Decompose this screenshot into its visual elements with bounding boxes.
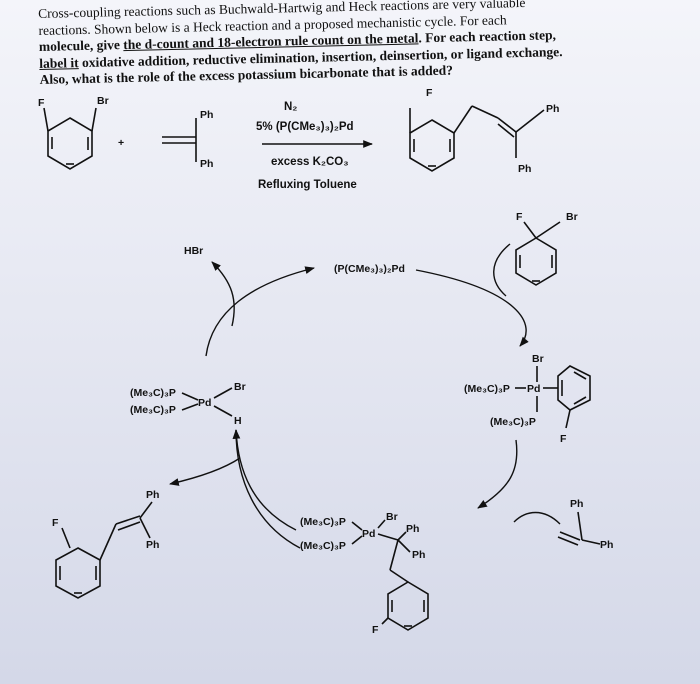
benzene-ring [47,117,93,170]
alkene-double-bond [117,521,141,531]
p-pd-bond [351,535,363,545]
bond-to-phenyl [139,517,151,539]
benzene-ring [387,581,429,631]
atmosphere-label: N₂ [284,101,297,113]
c-f-bond [43,107,49,132]
reactant-alkene: Ph Ph [162,109,213,170]
pd-h-bond [213,405,233,417]
phenyl-label: Ph [570,498,583,510]
benzene-ring [409,119,455,172]
bromine-label: Br [386,511,398,523]
phosphine-ligand-label: (Me₃C)₃P [464,383,510,395]
alkene-double-bond [497,123,515,138]
double-bond [573,371,587,380]
solvent-label: Refluxing Toluene [258,179,357,191]
phosphine-ligand-label: (Me₃C)₃P [300,540,346,552]
cycle-alkene: Ph Ph [557,498,613,551]
catalyst-pd0-label: (P(CMe₃)₃)₂Pd [334,263,405,275]
p-pd-bond [181,392,199,401]
catalyst-label: 5% (P(CMe₃)₃)₂Pd [256,121,354,133]
phosphine-ligand-label: (Me₃C)₃P [130,404,176,416]
fluorine-label: F [52,517,59,529]
hbr-label: HBr [184,245,203,257]
vinyl-bond [471,105,499,119]
phosphine-ligand-label: (Me₃C)₃P [490,416,536,428]
hydride-label: H [234,415,242,427]
phenyl-label: Ph [146,539,159,551]
c-f-bond [523,221,537,239]
double-bond [573,396,587,405]
oxidative-addition-complex: Br (Me₃C)₃P Pd (Me₃C)₃P F [464,353,591,445]
hbr-release-arrow [211,261,235,327]
p-pd-bond [181,403,199,411]
fluorine-label: F [372,624,379,636]
reaction-product: F Ph Ph [409,87,559,175]
phenyl-label: Ph [406,523,419,535]
cycle-arrow-to-catalyst [205,266,315,357]
cycle-arrow-oxidative-addition [415,269,529,347]
reactant-aryl-halide: F Br [38,95,109,170]
fluorine-label: F [426,87,433,99]
c-br-bond [91,107,97,132]
bromine-label: Br [97,95,109,107]
phenyl-label: Ph [200,109,213,121]
cycle-arrow-beta-hydride [232,429,297,531]
phosphine-ligand-label: (Me₃C)₃P [130,387,176,399]
pd-c-bond [377,533,399,541]
phenyl-label: Ph [518,163,531,175]
bond-to-phenyl [577,511,583,541]
palladium-label: Pd [198,397,211,409]
phenyl-label: Ph [600,539,613,551]
aryl-vinyl-bond [453,105,473,134]
alkene-double-bond [559,531,581,541]
reaction-conditions: N₂ 5% (P(CMe₃)₃)₂Pd excess K₂CO₃ Refluxi… [256,101,373,191]
insertion-complex: (Me₃C)₃P (Me₃C)₃P Pd Br Ph Ph F [300,511,429,636]
aryl-vinyl-bond [99,523,117,561]
benzene-ring [55,547,101,599]
c-f-bond [565,409,571,429]
fluorine-label: F [560,433,567,445]
c-br-bond [535,221,561,239]
cycle-product: Ph Ph F [52,489,159,599]
alkene-entry-curve [513,511,561,525]
c-f-bond [61,527,71,549]
bond-to-phenyl [397,539,411,553]
phenyl-label: Ph [546,103,559,115]
product-release-arrow [169,457,241,486]
c-f-bond [381,617,389,625]
phenyl-label: Ph [146,489,159,501]
bond-to-phenyl [397,531,407,541]
fluorine-label: F [516,211,523,223]
bond-to-phenyl [581,539,601,545]
cycle-arrow-insertion [477,439,518,509]
hydride-complex: (Me₃C)₃P (Me₃C)₃P Pd Br H [130,381,246,427]
phenyl-label: Ph [412,549,425,561]
pd-br-bond [213,387,233,399]
alkene-double-bond [557,536,579,546]
c-c-bond [389,539,399,571]
p-pd-bond [351,521,363,531]
base-label: excess K₂CO₃ [271,156,349,168]
bond-to-phenyl [515,109,545,133]
bromine-label: Br [566,211,578,223]
bond-to-phenyl [139,501,153,519]
phosphine-ligand-label: (Me₃C)₃P [300,516,346,528]
c-aryl-bond [389,569,409,583]
palladium-label: Pd [527,383,540,395]
bromine-label: Br [234,381,246,393]
bromine-label: Br [532,353,544,365]
alkene-double-bond [115,515,141,525]
palladium-label: Pd [362,528,375,540]
substrate-entry-curve [493,243,511,297]
plus-sign: + [118,137,124,149]
cycle-substrate: F Br [515,211,578,286]
phenyl-label: Ph [200,158,213,170]
pd-br-bond [377,519,386,529]
benzene-ring [515,237,557,286]
cycle-arc-lower-left [235,429,301,549]
fluorine-label: F [38,97,45,109]
alkene-double-bond [497,117,517,133]
